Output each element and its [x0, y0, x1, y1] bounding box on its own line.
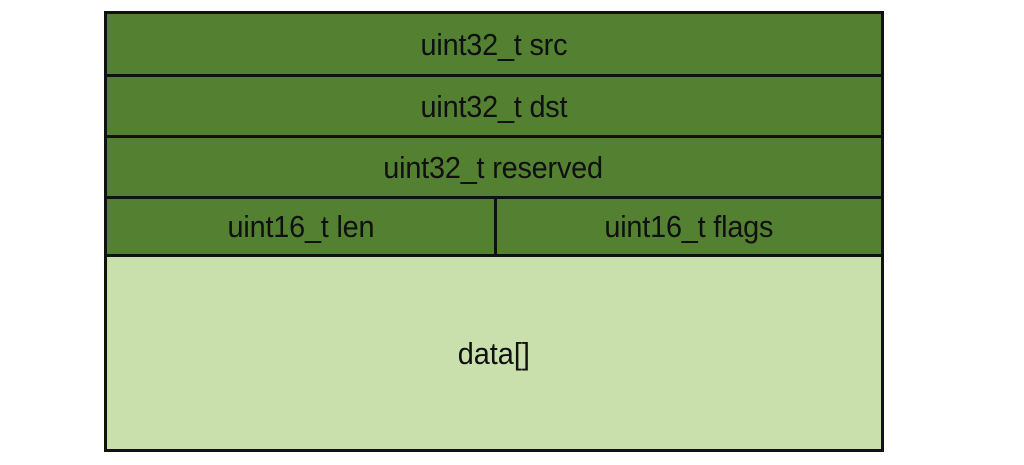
field-row-len-flags: uint16_t len uint16_t flags — [107, 199, 881, 257]
field-row-reserved: uint32_t reserved — [107, 138, 881, 199]
field-label-data: data[] — [457, 335, 531, 371]
field-cell-dst: uint32_t dst — [107, 77, 881, 135]
packet-structure-diagram: uint32_t src uint32_t dst uint32_t reser… — [104, 11, 884, 452]
field-cell-len: uint16_t len — [107, 199, 497, 254]
field-label-flags: uint16_t flags — [604, 209, 774, 244]
field-row-src: uint32_t src — [107, 14, 881, 77]
field-row-payload: data[] — [107, 257, 881, 449]
field-cell-src: uint32_t src — [107, 14, 881, 74]
field-label-reserved: uint32_t reserved — [383, 149, 603, 185]
field-label-dst: uint32_t dst — [420, 88, 568, 124]
field-row-dst: uint32_t dst — [107, 77, 881, 138]
field-cell-reserved: uint32_t reserved — [107, 138, 881, 196]
field-label-len: uint16_t len — [227, 209, 374, 244]
field-label-src: uint32_t src — [420, 26, 568, 62]
field-cell-flags: uint16_t flags — [497, 199, 881, 254]
